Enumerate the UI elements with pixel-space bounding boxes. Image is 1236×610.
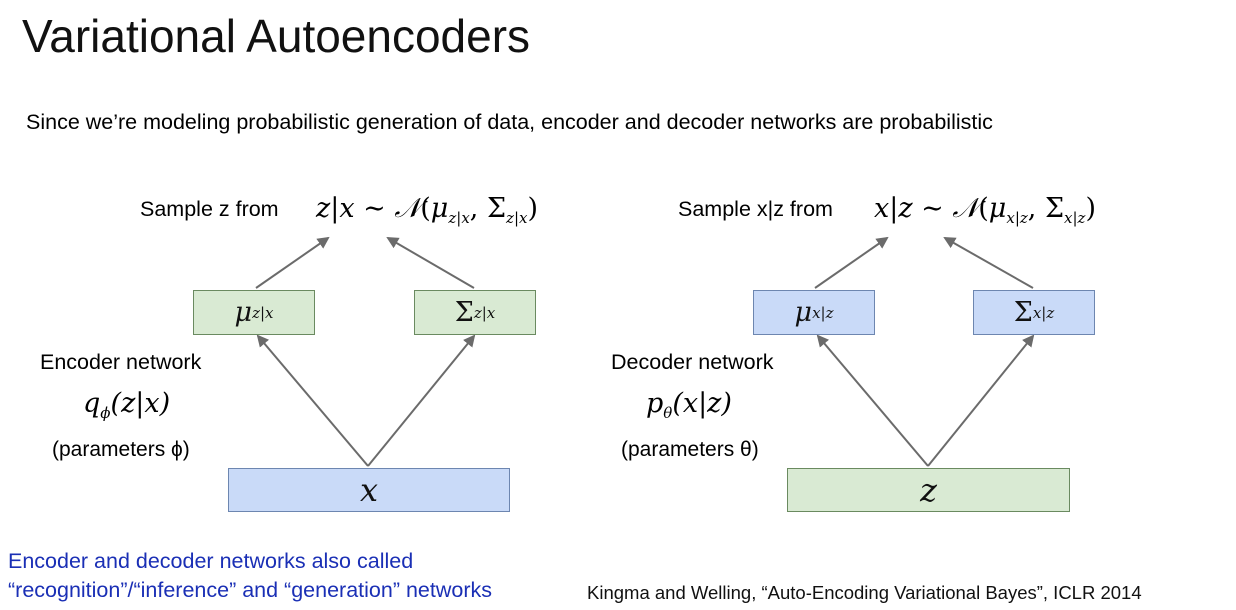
decoder-func-arg: (x|z): [672, 388, 732, 419]
arrow-z-to-sigma: [927, 334, 1035, 467]
arrow-sigma-to-sample-dec: [943, 237, 1034, 289]
encoder-cov-symbol: Σ: [454, 297, 474, 328]
decoder-func-name: p: [646, 388, 664, 419]
slide-subtitle: Since we’re modeling probabilistic gener…: [26, 110, 993, 134]
arrow-z-to-mu: [816, 334, 929, 467]
decoder-func-sub: θ: [663, 404, 673, 422]
encoder-sample-label: Sample z from: [140, 197, 279, 221]
decoder-network-label: Decoder network: [611, 350, 774, 374]
encoder-func-sub: ϕ: [100, 404, 111, 422]
decoder-dist-lhs: x|z: [874, 193, 913, 224]
encoder-dist-lhs: z|x: [316, 193, 355, 224]
encoder-dist-sim: ∼: [363, 193, 386, 224]
decoder-function: pθ(x|z): [646, 388, 732, 422]
decoder-input-var: z: [920, 471, 937, 509]
decoder-dist-mean-sub: x|z: [1006, 209, 1028, 227]
encoder-input-var: x: [359, 471, 379, 509]
decoder-sample-label: Sample x|z from: [678, 197, 833, 221]
decoder-input-box: z: [787, 468, 1070, 512]
decoder-dist-cov-sub: x|z: [1064, 209, 1086, 227]
note-line-1: Encoder and decoder networks also called: [8, 549, 414, 573]
encoder-params-label: (parameters ϕ): [52, 438, 190, 461]
decoder-distribution: x|z ∼ 𝒩(μx|z, Σx|z): [874, 193, 1097, 227]
decoder-dist-cov: Σ: [1044, 193, 1065, 224]
encoder-mean-symbol: μ: [234, 297, 253, 328]
slide-title: Variational Autoencoders: [22, 10, 531, 62]
encoder-function: qϕ(z|x): [83, 388, 171, 422]
decoder-cov-symbol: Σ: [1013, 297, 1033, 328]
decoder-dist-family: 𝒩: [952, 193, 979, 224]
arrow-sigma-to-sample: [386, 236, 475, 289]
encoder-input-box: x: [228, 468, 510, 512]
decoder-params-label: (parameters θ): [621, 438, 759, 461]
arrow-x-to-mu: [256, 334, 369, 467]
encoder-dist-mean: μ: [430, 193, 449, 224]
encoder-dist-cov-sub: z|x: [506, 209, 528, 227]
arrow-mu-to-sample-dec: [814, 236, 889, 289]
encoder-network-label: Encoder network: [40, 350, 202, 374]
encoder-distribution: z|x ∼ 𝒩(μz|x, Σz|x): [316, 193, 539, 227]
encoder-dist-mean-sub: z|x: [448, 209, 470, 227]
arrow-x-to-sigma: [367, 334, 476, 467]
citation: Kingma and Welling, “Auto-Encoding Varia…: [587, 582, 1142, 603]
encoder-dist-cov: Σ: [486, 193, 507, 224]
decoder-dist-mean: μ: [988, 193, 1007, 224]
encoder-func-name: q: [83, 388, 101, 419]
decoder-mean-symbol: μ: [794, 297, 813, 328]
note-line-2: “recognition”/“inference” and “generatio…: [8, 578, 492, 602]
decoder-dist-sim: ∼: [921, 193, 944, 224]
encoder-dist-family: 𝒩: [394, 193, 421, 224]
arrow-mu-to-sample: [255, 236, 330, 289]
encoder-func-arg: (z|x): [110, 388, 171, 419]
